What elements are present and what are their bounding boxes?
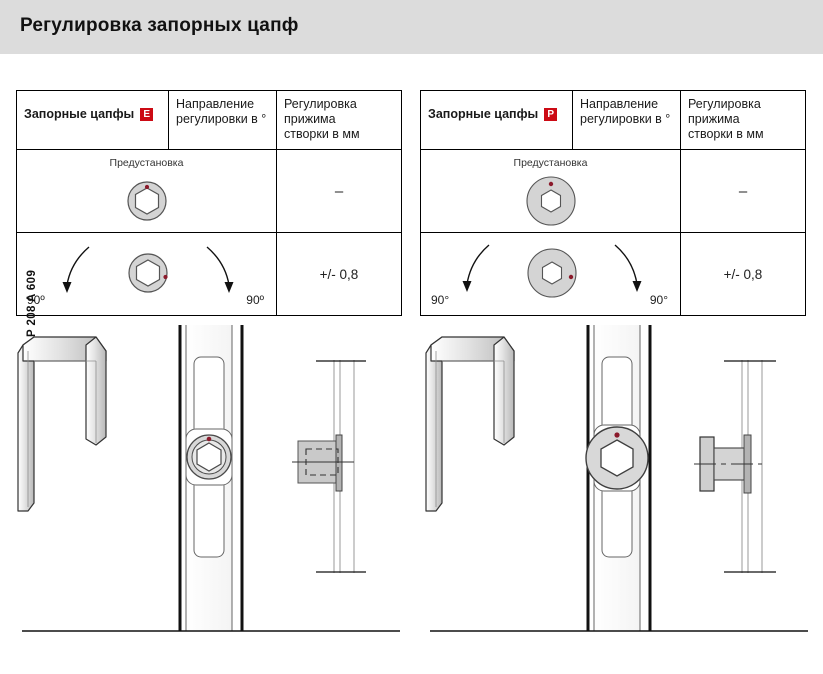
preset-label: Предустановка: [513, 157, 588, 169]
table-header-row: Запорные цапфы P Направление регулировки…: [420, 90, 806, 150]
header-label-locking-cams: Запорные цапфы: [24, 107, 135, 121]
header-pressure-line1: Регулировка прижима: [688, 97, 761, 126]
cell-rotation-value-e: +/- 0,8: [276, 232, 402, 316]
striker-keeper-plate: [694, 360, 776, 573]
allen-key-icon: [17, 336, 107, 512]
header-cell-pressure: Регулировка прижима створки в мм: [276, 90, 402, 150]
spec-table-variant-p: Запорные цапфы P Направление регулировки…: [420, 90, 806, 316]
cell-rotation-diagram-e: 90º 90º: [16, 232, 277, 316]
rotation-diagram-group: 90º 90º: [17, 237, 276, 311]
header-direction-line2: регулировки в °: [580, 112, 671, 126]
page-title: Регулировка запорных цапф: [20, 15, 299, 36]
cell-preset-value-p: –: [680, 149, 806, 233]
header-label-locking-cams: Запорные цапфы: [428, 107, 539, 121]
illustration-variant-p: [418, 325, 818, 655]
header-direction-line2: регулировки в °: [176, 112, 267, 126]
header-pressure-line2: створки в мм: [284, 127, 360, 141]
header-direction-line1: Направление: [176, 97, 255, 111]
header-pressure-line2: створки в мм: [688, 127, 764, 141]
preset-label: Предустановка: [109, 157, 184, 169]
rotate-left-arrow-icon: [62, 246, 90, 293]
allen-key-icon: [425, 336, 515, 512]
rotate-left-arrow-icon: [462, 244, 490, 292]
rotate-right-arrow-icon: [206, 246, 234, 293]
spec-table-variant-e: Запорные цапфы E Направление регулировки…: [16, 90, 402, 316]
header-cell-direction: Направление регулировки в °: [572, 90, 681, 150]
degree-label-right: 90º: [246, 293, 264, 307]
table-row: 90º 90º +/- 0,8: [16, 232, 402, 316]
cam-disc-rotation-icon: [527, 248, 577, 298]
variant-badge-p: P: [544, 108, 558, 121]
table-row: Предустановка –: [420, 149, 806, 233]
preset-value-text: –: [334, 182, 344, 200]
header-band: [0, 0, 823, 54]
cell-rotation-value-p: +/- 0,8: [680, 232, 806, 316]
cell-preset-diagram-e: Предустановка: [16, 149, 277, 233]
locking-cam-assembly: [185, 356, 233, 558]
preset-value-text: –: [738, 182, 748, 200]
striker-keeper-plate: [292, 360, 366, 573]
cell-preset-diagram-p: Предустановка: [420, 149, 681, 233]
cell-rotation-diagram-p: 90° 90°: [420, 232, 681, 316]
table-header-row: Запорные цапфы E Направление регулировки…: [16, 90, 402, 150]
table-row: Предустановка –: [16, 149, 402, 233]
header-cell-locking-cams: Запорные цапфы E: [16, 90, 169, 150]
rotation-diagram-group: 90° 90°: [421, 237, 680, 311]
rotation-value-text: +/- 0,8: [319, 266, 359, 282]
variant-badge-e: E: [140, 108, 154, 121]
degree-label-right: 90°: [649, 293, 668, 307]
cam-position-marker: [206, 436, 212, 442]
cam-ring-preset-icon: [17, 176, 276, 226]
locking-cam-assembly: [585, 356, 649, 558]
table-row: 90° 90° +/- 0,8: [420, 232, 806, 316]
degree-label-left: 90°: [431, 293, 450, 307]
cam-disc-preset-icon: [421, 176, 680, 226]
cam-ring-rotation-icon: [128, 253, 168, 293]
degree-label-left: 90º: [27, 293, 45, 307]
illustration-variant-e: [10, 325, 410, 655]
rotation-value-text: +/- 0,8: [723, 266, 763, 282]
rotate-right-arrow-icon: [614, 244, 642, 292]
header-pressure-line1: Регулировка прижима: [284, 97, 357, 126]
header-direction-line1: Направление: [580, 97, 659, 111]
cam-position-marker: [614, 432, 620, 438]
header-cell-pressure: Регулировка прижима створки в мм: [680, 90, 806, 150]
cell-preset-value-e: –: [276, 149, 402, 233]
header-cell-locking-cams: Запорные цапфы P: [420, 90, 573, 150]
header-cell-direction: Направление регулировки в °: [168, 90, 277, 150]
